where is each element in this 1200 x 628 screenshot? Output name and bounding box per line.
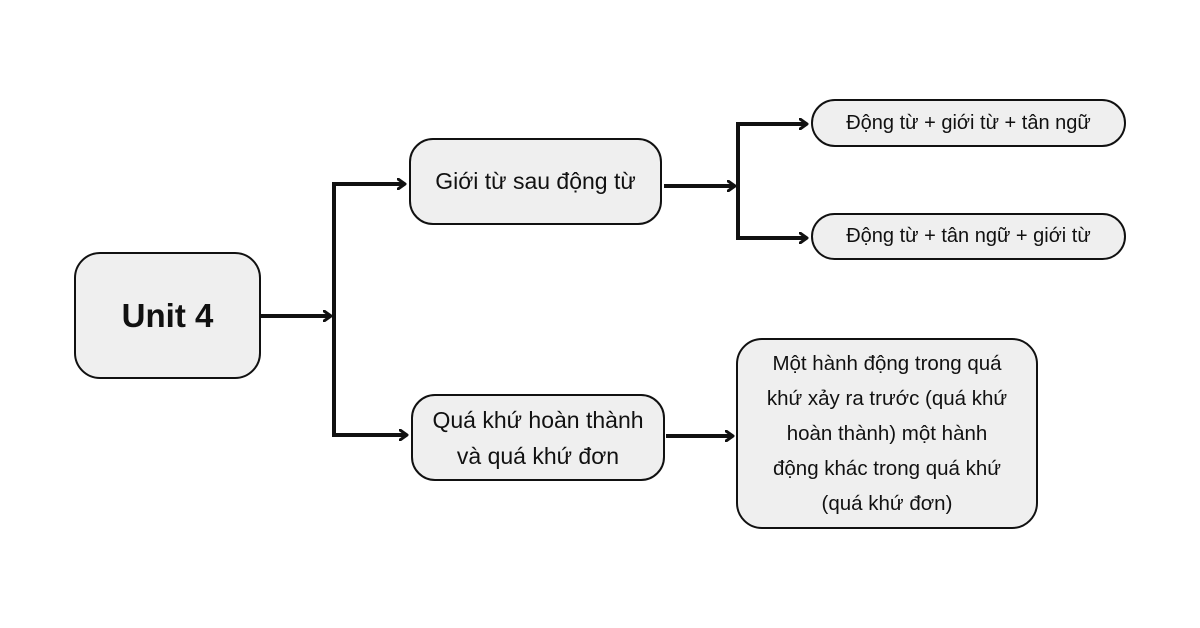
leaf-node-label-line: (quá khứ đơn) [821,492,953,515]
leaf-node-label-line: hoàn thành) một hành [786,422,988,445]
root-node-unit-4: Unit 4 [74,252,261,379]
branch-node-label-line: và quá khứ đơn [456,442,620,469]
leaf-node-label-line: động khác trong quá khứ [772,457,1001,480]
leaf-node-verb-object-prep: Động từ + tân ngữ + giới từ [811,213,1126,260]
leaf-node-past-perfect-explanation: Một hành động trong quá khứ xảy ra trước… [736,338,1038,529]
leaf-node-label: Động từ + giới từ + tân ngữ [846,111,1091,134]
root-node-label: Unit 4 [121,296,214,334]
leaf-node-label-line: khứ xảy ra trước (quá khứ [766,387,1008,410]
branch-node-label: Giới từ sau động từ [435,168,636,194]
leaf-node-label: Động từ + tân ngữ + giới từ [846,225,1091,247]
branch-node-past-perfect-and-past-simple: Quá khứ hoàn thành và quá khứ đơn [411,394,665,481]
leaf-node-verb-prep-object: Động từ + giới từ + tân ngữ [811,99,1126,147]
branch-node-label-line: Quá khứ hoàn thành [432,406,644,433]
branch-node-prepositions-after-verbs: Giới từ sau động từ [409,138,662,225]
leaf-node-label-line: Một hành động trong quá [772,352,1002,375]
